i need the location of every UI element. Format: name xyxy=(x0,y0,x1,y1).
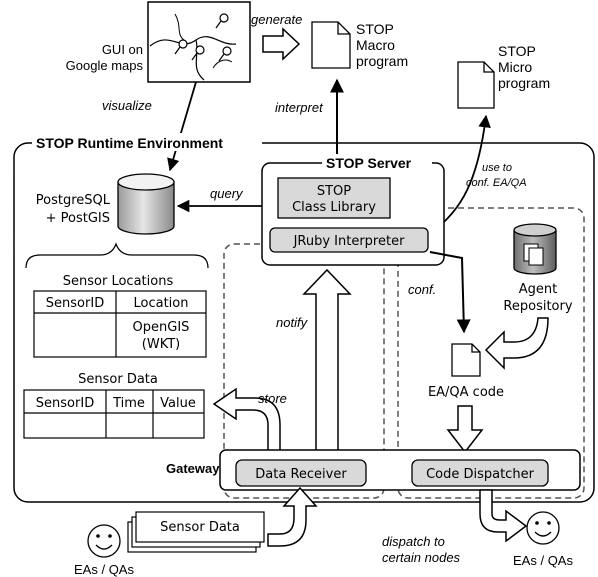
smiley-icon xyxy=(87,524,121,558)
macro-program-label: program xyxy=(356,53,408,69)
sensor-data-stack-label: Sensor Data xyxy=(160,520,240,535)
class-library-label: Class Library xyxy=(292,200,376,215)
gui-label: Google maps xyxy=(66,58,144,73)
dispatch-label: dispatch to xyxy=(382,534,445,549)
gui-label: GUI on xyxy=(102,42,143,57)
macro-program-doc xyxy=(311,21,351,69)
gateway-title: Gateway xyxy=(166,461,220,476)
map-pin-icon xyxy=(174,39,188,55)
macro-program-label: Macro xyxy=(356,37,395,53)
interpret-label: interpret xyxy=(275,100,324,115)
data-receiver-label: Data Receiver xyxy=(255,467,347,482)
generate-label: generate xyxy=(251,12,302,27)
sensor-data-header: Time xyxy=(112,396,145,411)
macro-program-label: STOP xyxy=(356,21,394,37)
notify-arrow xyxy=(302,268,352,457)
sensor-locations-cell: (WKT) xyxy=(142,337,180,352)
sensor-locations-header: Location xyxy=(134,296,189,311)
dispatch-arrow xyxy=(479,489,528,543)
class-library-box xyxy=(277,177,391,219)
micro-program-doc xyxy=(457,61,495,109)
code-dispatcher-box[interactable] xyxy=(411,459,549,487)
gui-map xyxy=(147,1,251,83)
database-label: + PostGIS xyxy=(46,211,110,226)
visualize-arrow xyxy=(167,81,197,172)
stop-server-title: STOP Server xyxy=(326,155,412,171)
repo-to-code-arrow xyxy=(484,317,549,370)
eaqa-code-doc xyxy=(451,343,481,377)
code-dispatcher-label: Code Dispatcher xyxy=(426,467,535,482)
sensor-data-header: Value xyxy=(160,396,196,411)
eas-qas-label: EAs / QAs xyxy=(513,553,573,568)
map-pin-icon xyxy=(212,46,233,69)
map-pin-icon xyxy=(215,13,229,29)
eaqa-code-label: EA/QA code xyxy=(428,385,504,400)
sensor-data-stack xyxy=(127,511,265,553)
brace xyxy=(25,242,209,269)
database-icon xyxy=(117,173,175,235)
visualize-label: visualize xyxy=(102,98,152,113)
query-label: query xyxy=(210,186,244,201)
micro-program-label: program xyxy=(498,75,550,91)
agent-repository-label: Repository xyxy=(503,299,572,314)
notify-label: notify xyxy=(276,315,309,330)
sensor-locations-table xyxy=(33,290,207,358)
database-label: PostgreSQL xyxy=(36,193,111,208)
code-to-dispatcher-arrow xyxy=(446,405,484,454)
agent-repository-label: Agent xyxy=(519,282,557,297)
micro-program-label: Micro xyxy=(498,59,532,75)
sensor-data-table xyxy=(23,389,205,439)
agent-repository-icon xyxy=(513,223,557,275)
generate-arrow xyxy=(262,27,301,61)
map-pin-icon xyxy=(191,45,205,61)
use-to-label: conf. EA/QA xyxy=(466,177,527,189)
class-library-label: STOP xyxy=(317,184,351,199)
sensor-data-header: SensorID xyxy=(36,396,94,411)
store-label: store xyxy=(258,391,287,406)
jruby-interpreter-box xyxy=(269,227,429,253)
data-receiver-box[interactable] xyxy=(235,459,367,487)
jruby-interpreter-label: JRuby Interpreter xyxy=(293,234,406,249)
sensor-to-receiver-arrow xyxy=(267,486,318,547)
eas-qas-label: EAs / QAs xyxy=(74,562,134,577)
store-arrow xyxy=(212,387,281,457)
conf-arrow xyxy=(429,251,471,334)
smiley-icon xyxy=(526,511,560,545)
micro-program-label: STOP xyxy=(498,43,536,59)
runtime-environment-title: STOP Runtime Environment xyxy=(36,135,223,151)
sensor-locations-header: SensorID xyxy=(46,296,104,311)
sensor-locations-cell: OpenGIS xyxy=(133,320,190,335)
use-to-label: use to xyxy=(482,162,512,174)
dispatch-label: certain nodes xyxy=(382,550,461,565)
conf-label: conf. xyxy=(408,282,436,297)
sensor-locations-title: Sensor Locations xyxy=(63,274,174,289)
sensor-data-title: Sensor Data xyxy=(78,372,158,387)
